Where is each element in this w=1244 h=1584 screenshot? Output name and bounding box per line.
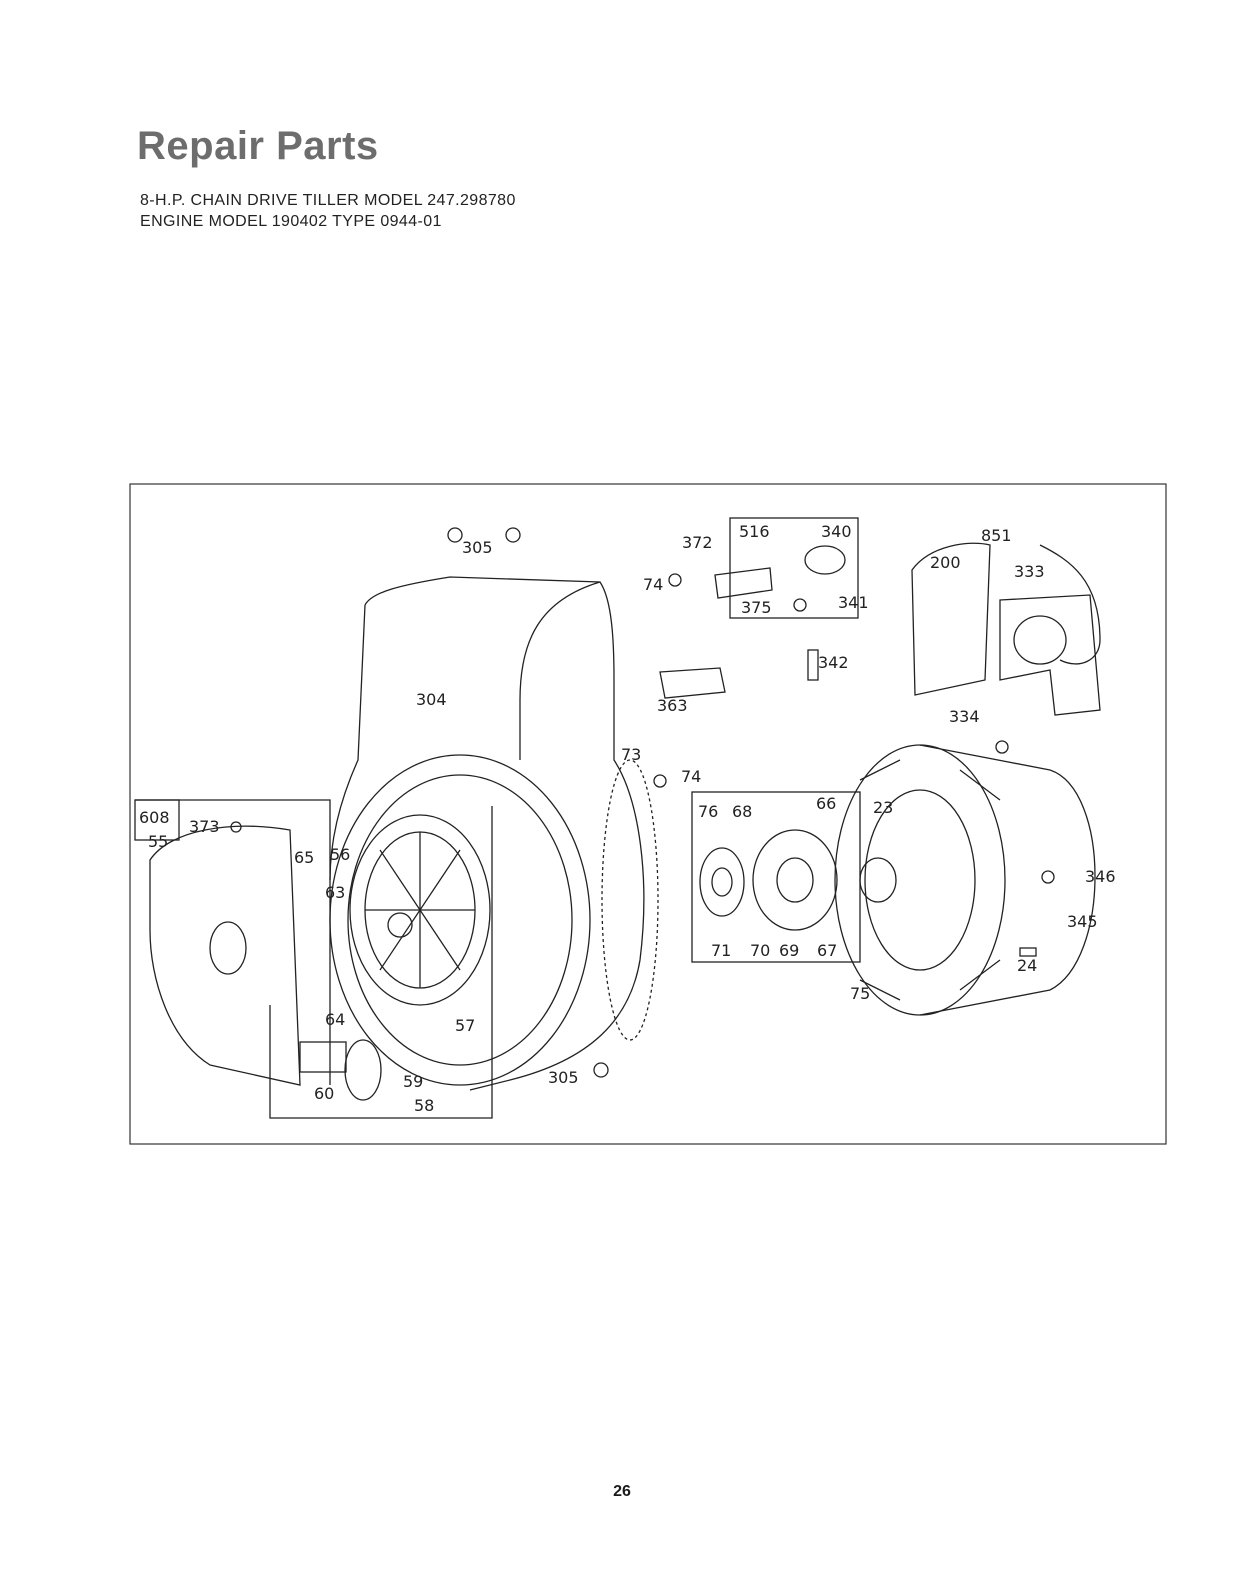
screw-icon — [230, 821, 242, 833]
housing-opening-outer — [329, 754, 591, 1086]
callout-66: 66 — [816, 794, 836, 813]
callout-516: 516 — [739, 522, 770, 541]
page-title: Repair Parts — [137, 124, 379, 168]
callout-56: 56 — [330, 845, 350, 864]
callout-64: 64 — [325, 1010, 345, 1029]
callout-305-top: 305 — [462, 538, 493, 557]
callout-346: 346 — [1085, 867, 1116, 886]
callout-375: 375 — [741, 598, 772, 617]
page-number: 26 — [613, 1483, 631, 1500]
callout-608: 608 — [139, 808, 170, 827]
screw-icon — [668, 573, 682, 587]
callout-363: 363 — [657, 696, 688, 715]
screw-icon — [447, 527, 463, 543]
rewind-group-box — [269, 806, 493, 1119]
tiller-model-line: 8-H.P. CHAIN DRIVE TILLER MODEL 247.2987… — [140, 192, 516, 209]
rotating-screen — [601, 759, 659, 1041]
blower-housing-fold — [519, 581, 601, 760]
screw-icon — [505, 527, 521, 543]
flywheel-hub — [859, 857, 897, 903]
callout-304: 304 — [416, 690, 447, 709]
ignition-armature — [999, 594, 1101, 716]
callout-73: 73 — [621, 745, 641, 764]
callout-65: 65 — [294, 848, 314, 867]
screw-icon — [593, 1062, 609, 1078]
callout-57: 57 — [455, 1016, 475, 1035]
callout-59: 59 — [403, 1072, 423, 1091]
starter-handle — [344, 1039, 382, 1101]
callout-342: 342 — [818, 653, 849, 672]
pulley-hub — [387, 912, 413, 938]
screw-icon — [793, 598, 807, 612]
callout-24: 24 — [1017, 956, 1037, 975]
callout-372: 372 — [682, 533, 713, 552]
screw-icon — [653, 774, 667, 788]
callout-305-bottom: 305 — [548, 1068, 579, 1087]
callout-345: 345 — [1067, 912, 1098, 931]
ignition-bracket — [911, 542, 991, 696]
callout-63: 63 — [325, 883, 345, 902]
callout-69: 69 — [779, 941, 799, 960]
handle-insert — [299, 1041, 347, 1073]
clutch-housing — [752, 829, 838, 931]
callout-341: 341 — [838, 593, 869, 612]
callout-75: 75 — [850, 984, 870, 1003]
callout-55: 55 — [148, 832, 168, 851]
callout-70: 70 — [750, 941, 770, 960]
callout-200: 200 — [930, 553, 961, 572]
callout-334: 334 — [949, 707, 980, 726]
callout-58: 58 — [414, 1096, 434, 1115]
screw-icon — [995, 740, 1009, 754]
pin-icon — [807, 649, 819, 681]
callout-23: 23 — [873, 798, 893, 817]
starter-clutch — [699, 847, 745, 917]
callout-71: 71 — [711, 941, 731, 960]
callout-340: 340 — [821, 522, 852, 541]
housing-opening-inner — [347, 774, 573, 1066]
cover-hole — [209, 921, 247, 975]
starter-pulley-outer — [349, 814, 491, 1006]
callout-76: 76 — [698, 802, 718, 821]
flywheel-rim — [919, 744, 1096, 1016]
governor-lever — [804, 545, 846, 575]
governor-link — [714, 567, 773, 599]
governor-group-box — [729, 517, 859, 619]
callout-74-lower: 74 — [681, 767, 701, 786]
callout-74-upper: 74 — [643, 575, 663, 594]
callout-60: 60 — [314, 1084, 334, 1103]
callout-373: 373 — [189, 817, 220, 836]
key-icon — [1019, 947, 1037, 957]
callout-67: 67 — [817, 941, 837, 960]
box-608-55 — [134, 799, 180, 841]
control-bracket — [659, 667, 726, 699]
callout-68: 68 — [732, 802, 752, 821]
diagram-frame — [129, 483, 1167, 1145]
starter-cover — [149, 825, 301, 1086]
screw-icon — [1041, 870, 1055, 884]
spark-plug-wire — [1039, 544, 1101, 665]
callout-333: 333 — [1014, 562, 1045, 581]
starter-group-box — [135, 799, 331, 1085]
engine-model-line: ENGINE MODEL 190402 TYPE 0944-01 — [140, 213, 442, 230]
callout-851: 851 — [981, 526, 1012, 545]
blower-housing-outline — [364, 576, 645, 1091]
